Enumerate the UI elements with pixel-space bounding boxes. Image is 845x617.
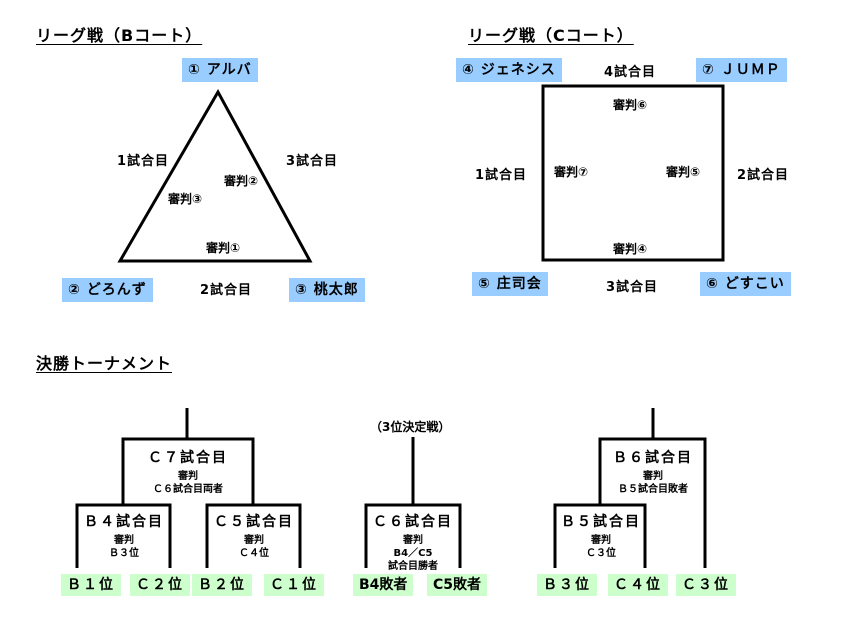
- team-momotaro: ③ 桃太郎: [289, 278, 365, 302]
- match-c6-ref2: 試合目勝者: [388, 561, 438, 572]
- third-place-bracket: [364, 437, 462, 568]
- match-b4-ref-label: 審判: [114, 535, 134, 546]
- match-b6-ref: Ｂ５試合目敗者: [618, 484, 688, 495]
- league-c-referee-7: 審判⑦: [554, 165, 589, 179]
- team-doronzu: ② どろんず: [62, 278, 153, 302]
- seed-b2: Ｂ２位: [192, 574, 252, 596]
- match-b6-title: Ｂ６試合目: [613, 450, 693, 466]
- match-c7-title: Ｃ７試合目: [148, 450, 228, 466]
- league-b-match-1: 1試合目: [117, 154, 170, 169]
- seed-c4: Ｃ４位: [608, 574, 668, 596]
- league-c-match-2: 2試合目: [737, 168, 790, 183]
- league-b-match-2: 2試合目: [200, 283, 253, 298]
- match-c6-ref: B4／C5: [393, 548, 433, 559]
- team-jump: ⑦ ＪＵＭＰ: [696, 58, 787, 82]
- match-b4-title: Ｂ４試合目: [84, 514, 164, 530]
- league-b-match-3: 3試合目: [286, 154, 339, 169]
- right-bracket: [553, 408, 707, 568]
- seed-c5-loser: C5敗者: [427, 574, 488, 596]
- seed-b4-loser: B4敗者: [353, 574, 414, 596]
- match-b4: Ｂ４試合目 審判 Ｂ３位: [79, 511, 169, 560]
- seed-c2: Ｃ２位: [130, 574, 190, 596]
- league-c-referee-4: 審判④: [613, 242, 648, 256]
- league-c-referee-5: 審判⑤: [666, 165, 701, 179]
- seed-c1: Ｃ１位: [264, 574, 324, 596]
- match-c5: Ｃ５試合目 審判 Ｃ４位: [209, 511, 299, 560]
- team-shojikai: ⑤ 庄司会: [472, 272, 548, 296]
- match-c5-ref-label: 審判: [244, 535, 264, 546]
- league-c-heading: リーグ戦（Cコート）: [468, 26, 634, 45]
- match-b6-ref-label: 審判: [643, 471, 663, 482]
- league-c-match-3: 3試合目: [606, 280, 659, 295]
- league-b-referee-1: 審判①: [206, 241, 241, 255]
- league-c-square: [541, 84, 725, 262]
- league-b-referee-2: 審判②: [224, 174, 259, 188]
- match-c7-ref: Ｃ６試合目両者: [153, 484, 223, 495]
- league-c-match-1: 1試合目: [475, 168, 528, 183]
- match-c5-ref: Ｃ４位: [239, 548, 269, 559]
- match-b6: Ｂ６試合目 審判 Ｂ５試合目敗者: [602, 447, 704, 496]
- league-c-match-4: 4試合目: [604, 65, 657, 80]
- match-c5-title: Ｃ５試合目: [214, 514, 294, 530]
- team-genesis: ④ ジェネシス: [456, 58, 562, 82]
- match-b5: Ｂ５試合目 審判 Ｃ３位: [557, 511, 645, 560]
- seed-b1: Ｂ１位: [61, 574, 121, 596]
- match-b4-ref: Ｂ３位: [109, 548, 139, 559]
- seed-b3: Ｂ３位: [537, 574, 597, 596]
- match-c6-title: Ｃ６試合目: [373, 514, 453, 530]
- league-b-referee-3: 審判③: [168, 192, 203, 206]
- match-b5-ref: Ｃ３位: [586, 548, 616, 559]
- third-place-label: （3位決定戦）: [370, 420, 451, 434]
- left-bracket: [75, 408, 302, 568]
- seed-c3: Ｃ３位: [676, 574, 736, 596]
- team-alba: ① アルバ: [182, 58, 258, 82]
- match-c7-ref-label: 審判: [178, 471, 198, 482]
- match-c7: Ｃ７試合目 審判 Ｃ６試合目両者: [125, 447, 251, 496]
- match-b5-title: Ｂ５試合目: [561, 514, 641, 530]
- league-c-referee-6: 審判⑥: [613, 98, 648, 112]
- match-c6: Ｃ６試合目 審判 B4／C5 試合目勝者: [368, 511, 458, 573]
- match-c6-ref-label: 審判: [403, 535, 423, 546]
- team-dosukoi: ⑥ どすこい: [700, 272, 791, 296]
- match-b5-ref-label: 審判: [591, 535, 611, 546]
- league-b-triangle: [117, 88, 313, 263]
- tournament-heading: 決勝トーナメント: [36, 354, 173, 373]
- league-b-heading: リーグ戦（Bコート）: [36, 26, 203, 45]
